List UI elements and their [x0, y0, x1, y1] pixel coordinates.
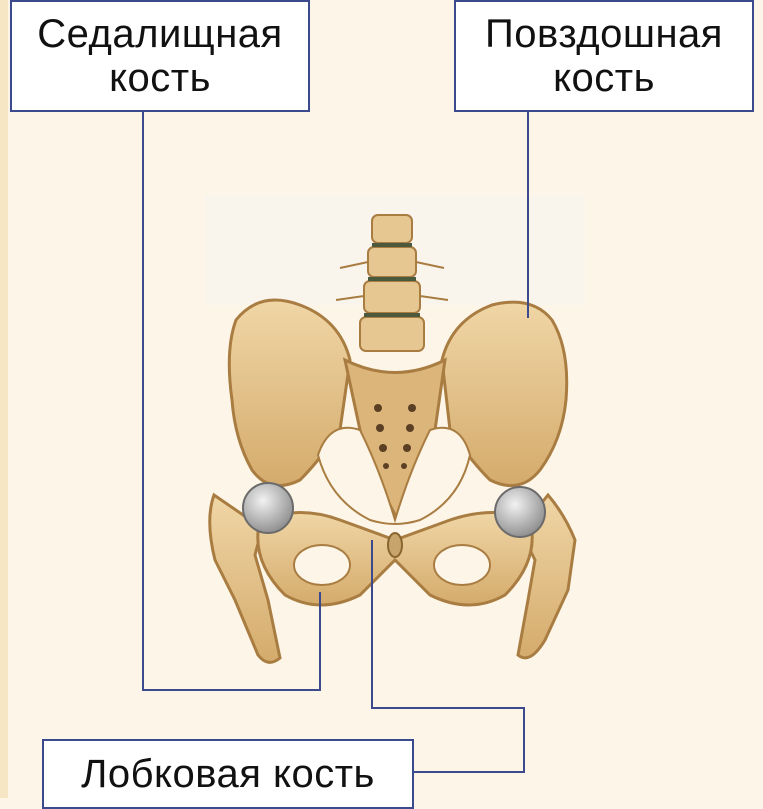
label-pubis-text: Лобковая кость: [81, 752, 375, 796]
right-femoral-head: [495, 487, 545, 537]
label-ilium-line1: Повздошная: [485, 12, 723, 56]
label-pubis: Лобковая кость: [42, 739, 414, 809]
label-ischium: Седалищная кость: [10, 0, 310, 112]
pubic-symphysis: [388, 533, 402, 557]
label-ilium-line2: кость: [553, 56, 655, 100]
label-ilium: Повздошная кость: [454, 0, 754, 112]
label-ischium-line2: кость: [109, 56, 211, 100]
right-obturator-foramen: [434, 545, 490, 585]
left-femoral-head: [243, 483, 293, 533]
left-obturator-foramen: [294, 545, 350, 585]
label-ischium-line1: Седалищная: [37, 12, 282, 56]
